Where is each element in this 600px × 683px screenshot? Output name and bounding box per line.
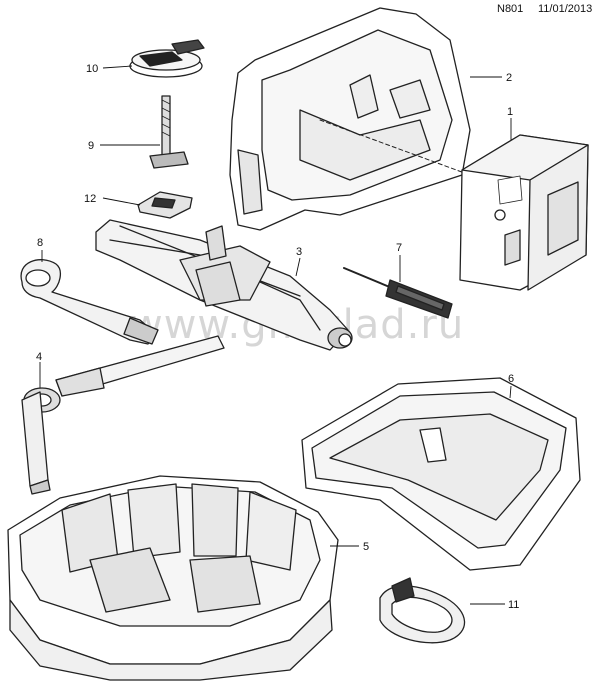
- part-1-cover-box: [459, 134, 589, 291]
- part-10-wing-nut: [129, 39, 205, 78]
- part-7-screwdriver: [343, 267, 453, 319]
- part-6-storage-tray-insert: [301, 377, 581, 571]
- callout-1: 1: [507, 106, 513, 118]
- callout-12: 12: [84, 193, 96, 205]
- callout-2: 2: [506, 72, 512, 84]
- part-3-scissor-jack: [95, 219, 353, 351]
- part-9-retaining-bolt: [149, 95, 189, 169]
- callout-10: 10: [86, 63, 98, 75]
- callout-6: 6: [508, 373, 514, 385]
- header-date: 11/01/2013: [538, 3, 593, 15]
- part-11-strap: [379, 577, 466, 644]
- callout-3: 3: [296, 246, 302, 258]
- part-8-towing-eye: [20, 259, 159, 345]
- part-12-bracket-clip: [137, 191, 193, 219]
- part-4-wheel-brace: [21, 335, 225, 495]
- leader-10: [102, 65, 133, 69]
- callout-11: 11: [508, 599, 519, 611]
- leader-lines: [39, 65, 512, 605]
- part-5-spare-wheel-tool-tray: [7, 475, 339, 681]
- header-code: N801: [497, 3, 524, 15]
- leader-6: [509, 385, 512, 399]
- callout-4: 4: [36, 351, 42, 363]
- callout-8: 8: [37, 237, 43, 249]
- part-2-jack-storage-tray: [229, 7, 471, 231]
- callout-7: 7: [396, 242, 402, 254]
- callout-5: 5: [363, 541, 369, 553]
- leader-3: [295, 257, 301, 277]
- callout-labels: 10 9 12 8 2 1 3 7 4 6 5 11: [36, 63, 519, 611]
- callout-9: 9: [88, 140, 94, 152]
- leader-12: [102, 197, 141, 206]
